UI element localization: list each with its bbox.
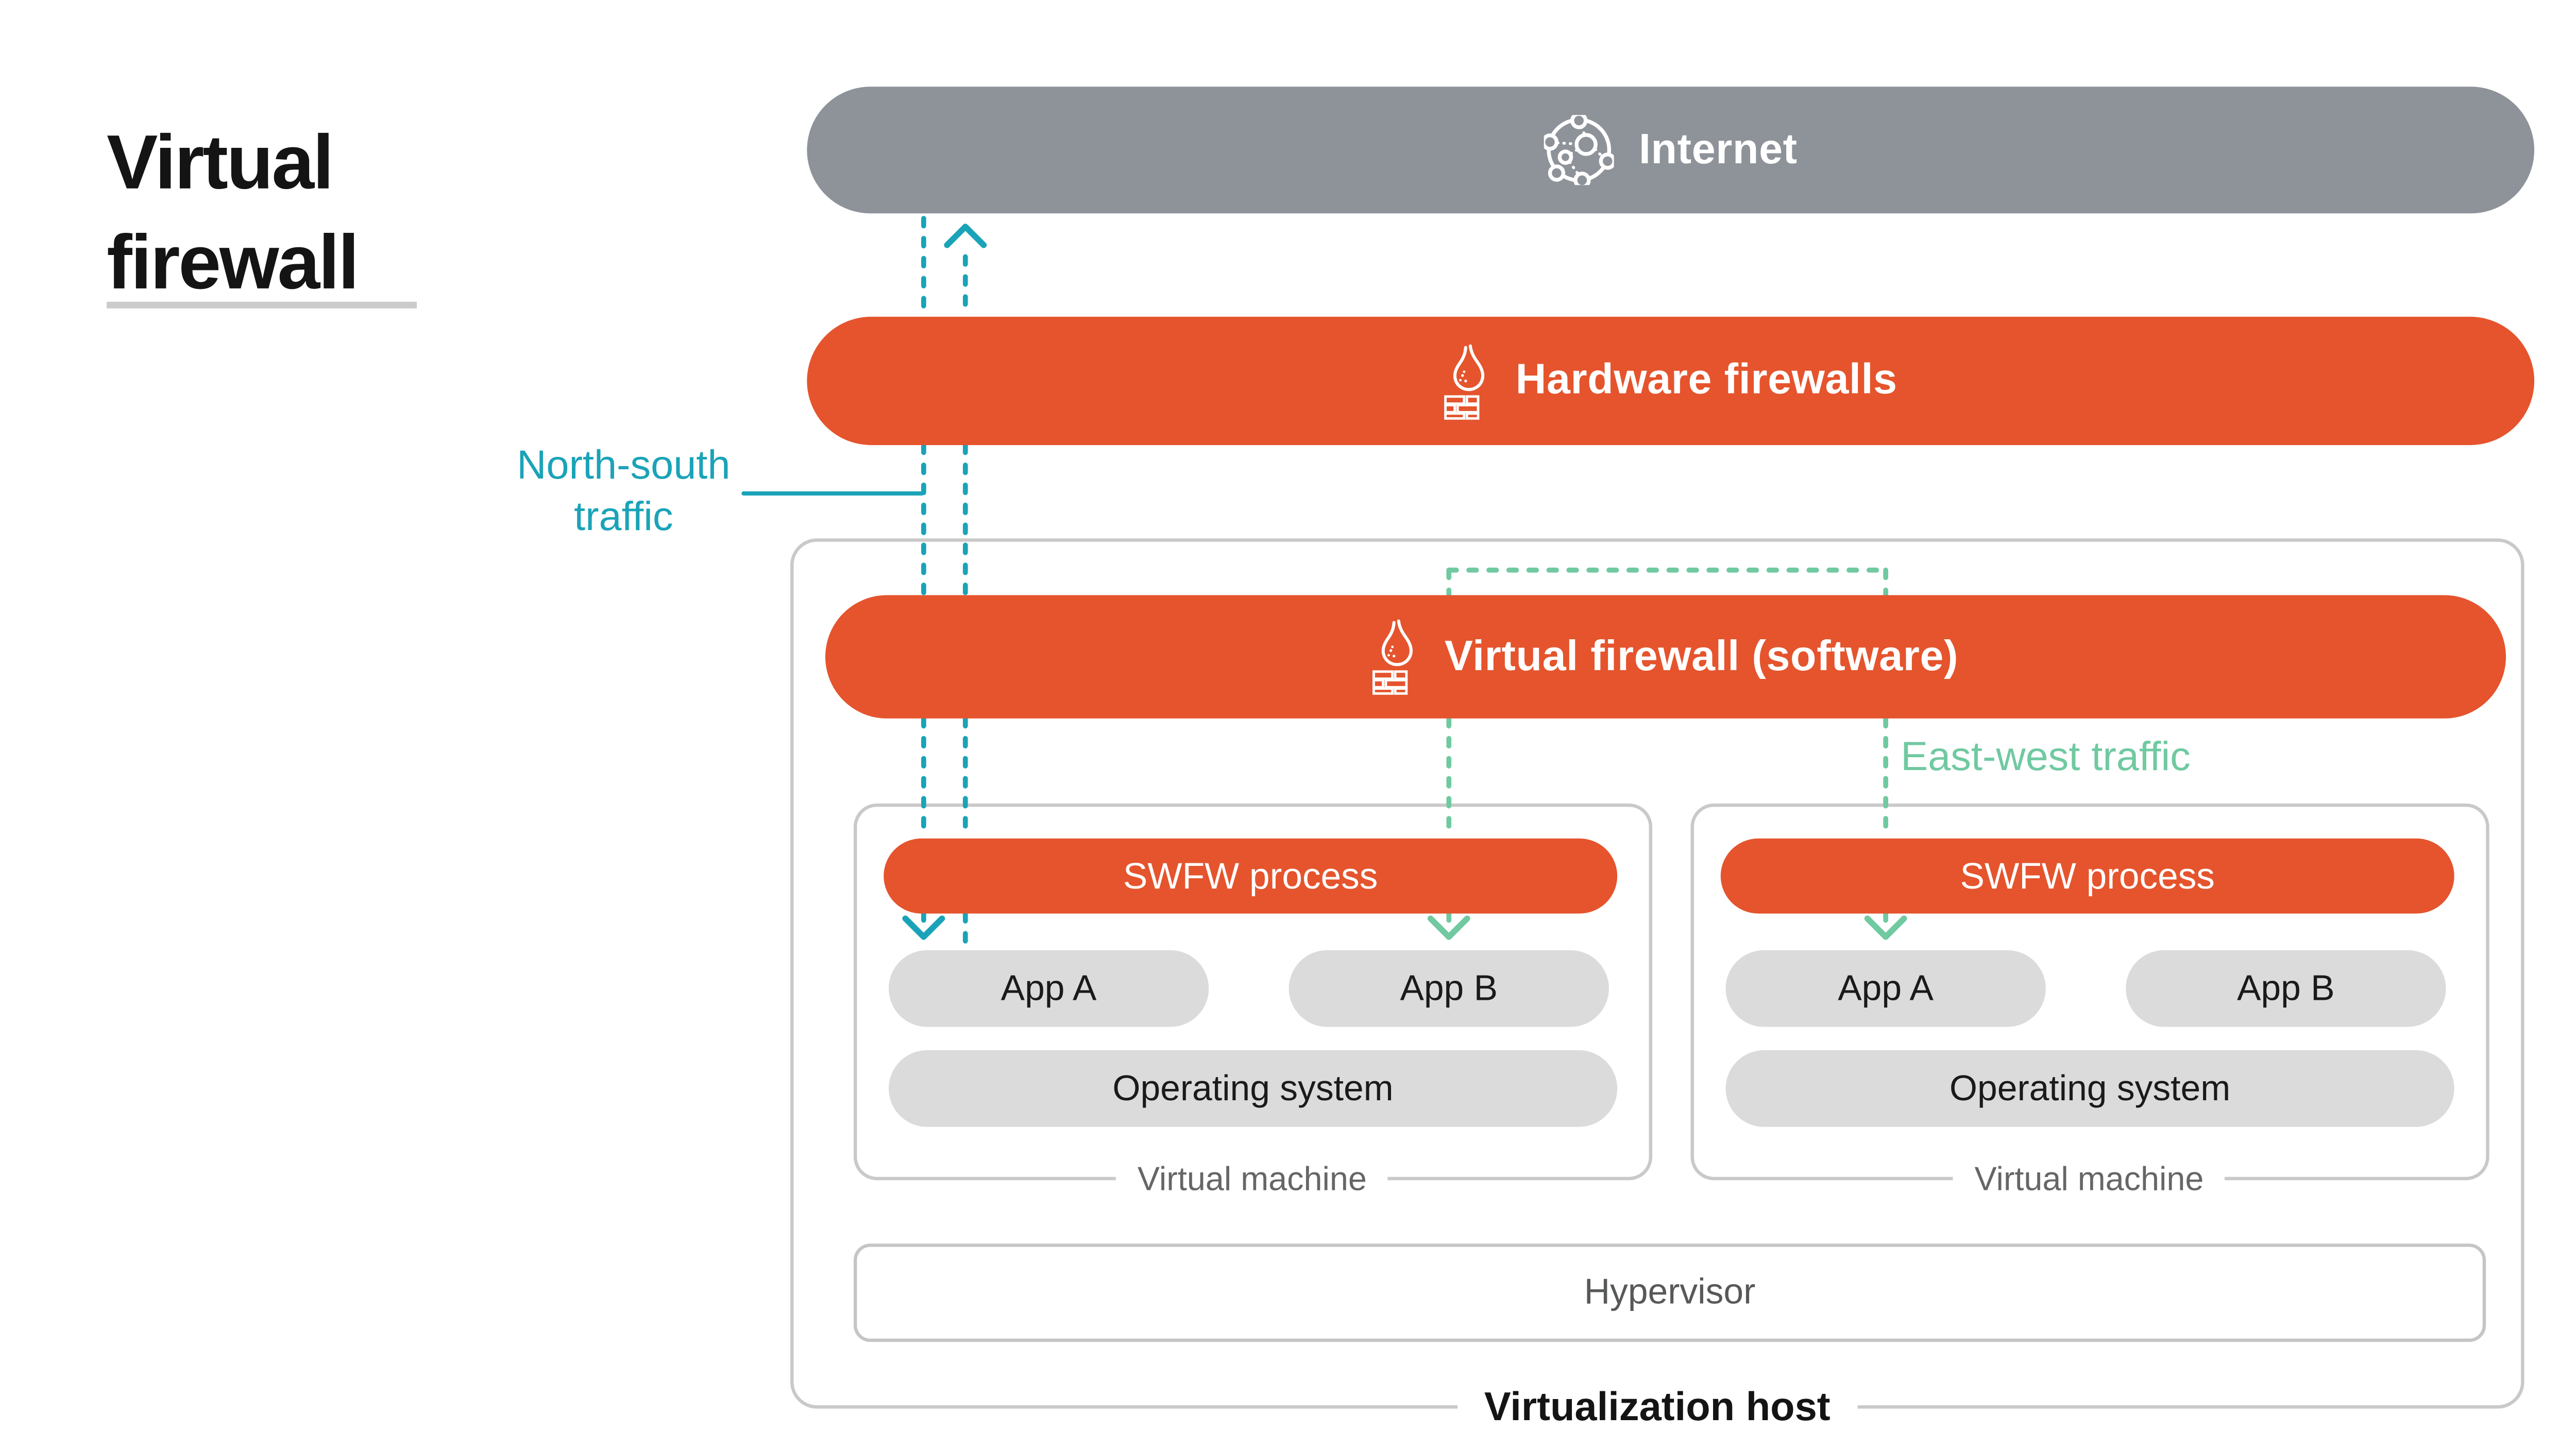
arrow-up-to-internet-icon bbox=[944, 224, 987, 248]
vm1-operating-system: Operating system bbox=[888, 1050, 1618, 1127]
east-west-traffic-lines bbox=[1427, 567, 1907, 940]
east-west-traffic-label: East-west traffic bbox=[1901, 735, 2191, 780]
vm1-app-b: App B bbox=[1289, 950, 1609, 1027]
firewall-flame-bricks-icon bbox=[1444, 343, 1491, 419]
vm1-swfw-process-bar: SWFW process bbox=[884, 838, 1618, 914]
arrow-down-to-app-a-icon bbox=[902, 915, 945, 940]
hypervisor-label: Hypervisor bbox=[1584, 1272, 1756, 1312]
vm2-operating-system: Operating system bbox=[1725, 1050, 2454, 1127]
internet-label: Internet bbox=[1638, 126, 1798, 173]
north-south-traffic-lines bbox=[741, 216, 987, 946]
vm2-app-a: App A bbox=[1725, 950, 2046, 1027]
hardware-firewalls-label: Hardware firewalls bbox=[1515, 356, 1897, 404]
page-title-line1: Virtual bbox=[107, 118, 334, 205]
virtualization-host-label: Virtualization host bbox=[1458, 1384, 1857, 1434]
firewall-flame-bricks-icon bbox=[1373, 619, 1420, 695]
internet-bar: Internet bbox=[807, 87, 2535, 214]
hypervisor-box: Hypervisor bbox=[853, 1243, 2486, 1342]
title-divider bbox=[107, 301, 417, 309]
hardware-firewalls-bar: Hardware firewalls bbox=[807, 316, 2535, 446]
vm1-app-a: App A bbox=[888, 950, 1209, 1027]
vm2-app-b: App B bbox=[2126, 950, 2446, 1027]
virtual-firewall-label: Virtual firewall (software) bbox=[1444, 633, 1959, 679]
north-south-traffic-label: North-south traffic bbox=[473, 440, 774, 543]
page-title-line2: firewall bbox=[107, 218, 359, 305]
vm1-label: Virtual machine bbox=[1115, 1158, 1388, 1202]
vm2-label: Virtual machine bbox=[1953, 1158, 2226, 1202]
arrow-down-to-vm2-app-a-icon bbox=[1864, 915, 1907, 940]
network-globe-icon bbox=[1544, 115, 1614, 185]
virtual-firewall-bar: Virtual firewall (software) bbox=[825, 595, 2506, 719]
page-title: Virtual firewall bbox=[107, 111, 359, 311]
arrow-down-to-app-b-icon bbox=[1427, 915, 1470, 940]
vm2-swfw-process-bar: SWFW process bbox=[1720, 838, 2454, 914]
north-south-line2: traffic bbox=[574, 495, 673, 540]
north-south-line1: North-south bbox=[517, 443, 731, 489]
